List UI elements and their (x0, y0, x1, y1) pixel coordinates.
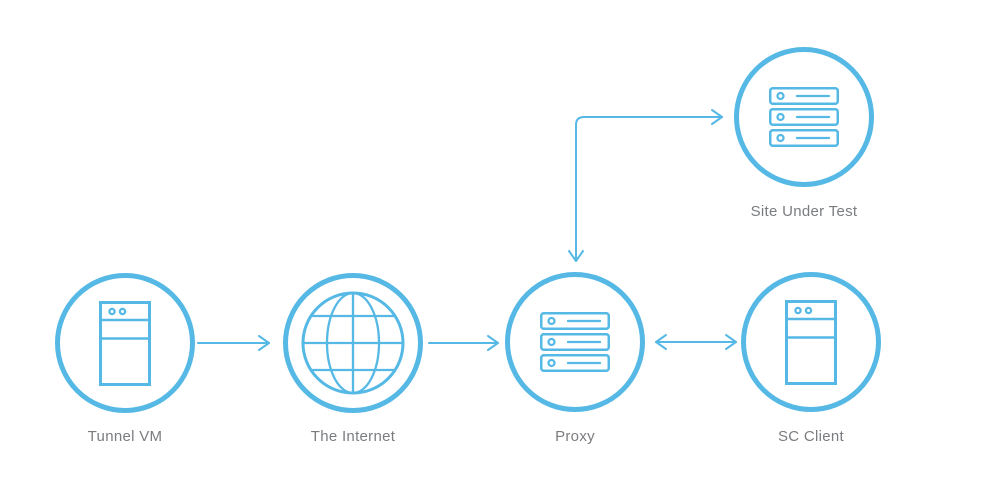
arrow-internet-to-proxy (428, 335, 499, 351)
node-the-internet (283, 273, 423, 413)
node-site-under-test (734, 47, 874, 187)
globe-icon (301, 291, 405, 395)
server-stack-icon (540, 312, 610, 372)
arrow-tunnel-vm-to-internet (197, 335, 270, 351)
arrow-proxy-sc-client-two-way (655, 334, 737, 350)
tower-server-icon (99, 300, 151, 386)
node-proxy (505, 272, 645, 412)
tower-server-icon (785, 299, 837, 385)
node-label-site-under-test: Site Under Test (750, 203, 858, 220)
node-circle-proxy (505, 272, 645, 412)
node-circle-tunnel-vm (55, 273, 195, 413)
node-label-the-internet: The Internet (310, 428, 396, 445)
node-circle-site-under-test (734, 47, 874, 187)
node-label-sc-client: SC Client (777, 428, 845, 445)
node-sc-client (741, 272, 881, 412)
node-label-proxy: Proxy (555, 428, 595, 445)
arrow-proxy-site-under-test-elbow (568, 109, 723, 262)
node-tunnel-vm (55, 273, 195, 413)
node-label-tunnel-vm: Tunnel VM (87, 428, 163, 445)
node-circle-the-internet (283, 273, 423, 413)
node-circle-sc-client (741, 272, 881, 412)
server-stack-icon (769, 87, 839, 147)
